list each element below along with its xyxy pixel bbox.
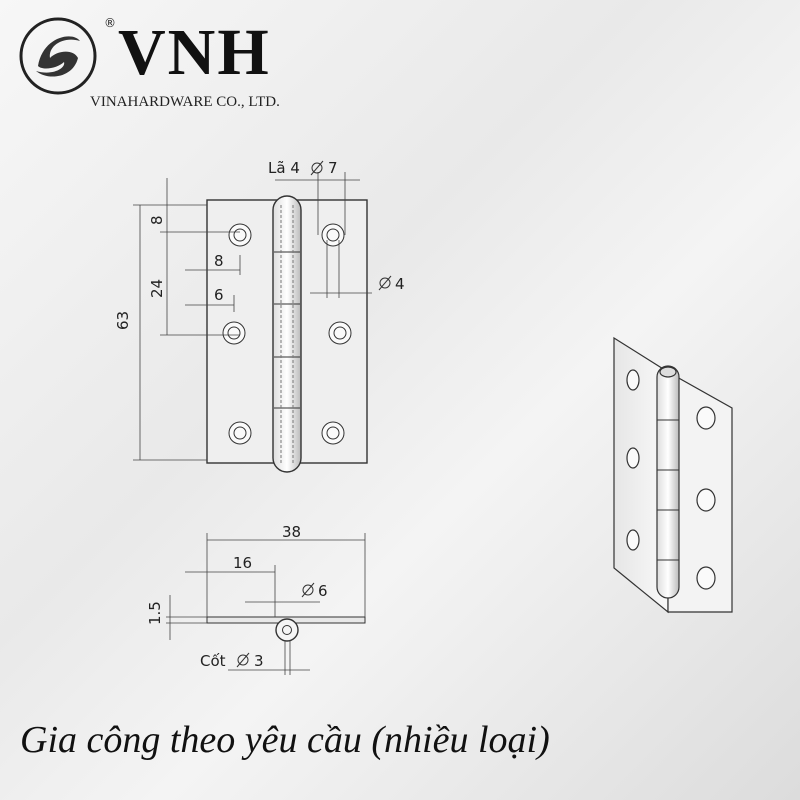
hinge-3d-view	[613, 336, 733, 614]
diameter-symbol-icon	[310, 160, 324, 176]
dim-side-leaf: 16	[233, 554, 252, 572]
3d-knuckle	[656, 365, 680, 599]
company-logo: ® VNH VINAHARDWARE CO., LTD.	[18, 14, 348, 110]
brand-name: VNH	[118, 16, 271, 89]
screw-holes	[222, 223, 352, 445]
dim-hole-spacing: 24	[148, 279, 166, 298]
3d-screw-holes	[626, 369, 716, 590]
hinge-front-view: 63 8 24 8 6 Lã 4 7 4	[114, 159, 405, 473]
diameter-symbol-icon	[236, 652, 250, 668]
caption: Gia công theo yêu cầu (nhiều loại)	[20, 719, 550, 761]
dim-hole-inner: 8	[214, 252, 224, 270]
dim-thickness: 1.5	[146, 601, 164, 625]
dim-pin-label: Cốt	[200, 652, 226, 670]
dim-pin-dia: 3	[254, 652, 264, 670]
dim-overall-height: 63	[114, 311, 132, 330]
diameter-symbol-icon	[378, 275, 392, 291]
dim-side-knuckle-dia: 6	[318, 582, 328, 600]
vnh-swirl-icon	[19, 17, 97, 95]
dim-hole-outer: 6	[214, 286, 224, 304]
dim-side-width: 38	[282, 523, 301, 541]
dim-knuckle-label: Lã 4	[268, 159, 300, 177]
company-name: VINAHARDWARE CO., LTD.	[90, 94, 280, 110]
side-dimension-lines	[166, 533, 366, 675]
dim-hole-dia: 4	[395, 275, 405, 293]
registered-mark: ®	[104, 16, 116, 30]
hinge-side-view: 38 16 6 1.5 Cốt 3	[146, 523, 366, 675]
side-knuckle	[275, 618, 299, 642]
dim-top-offset: 8	[148, 215, 166, 225]
dim-knuckle-dia: 7	[328, 159, 338, 177]
front-dimension-lines	[133, 172, 372, 461]
diameter-symbol-icon	[301, 582, 315, 598]
hinge-knuckle	[272, 195, 302, 473]
